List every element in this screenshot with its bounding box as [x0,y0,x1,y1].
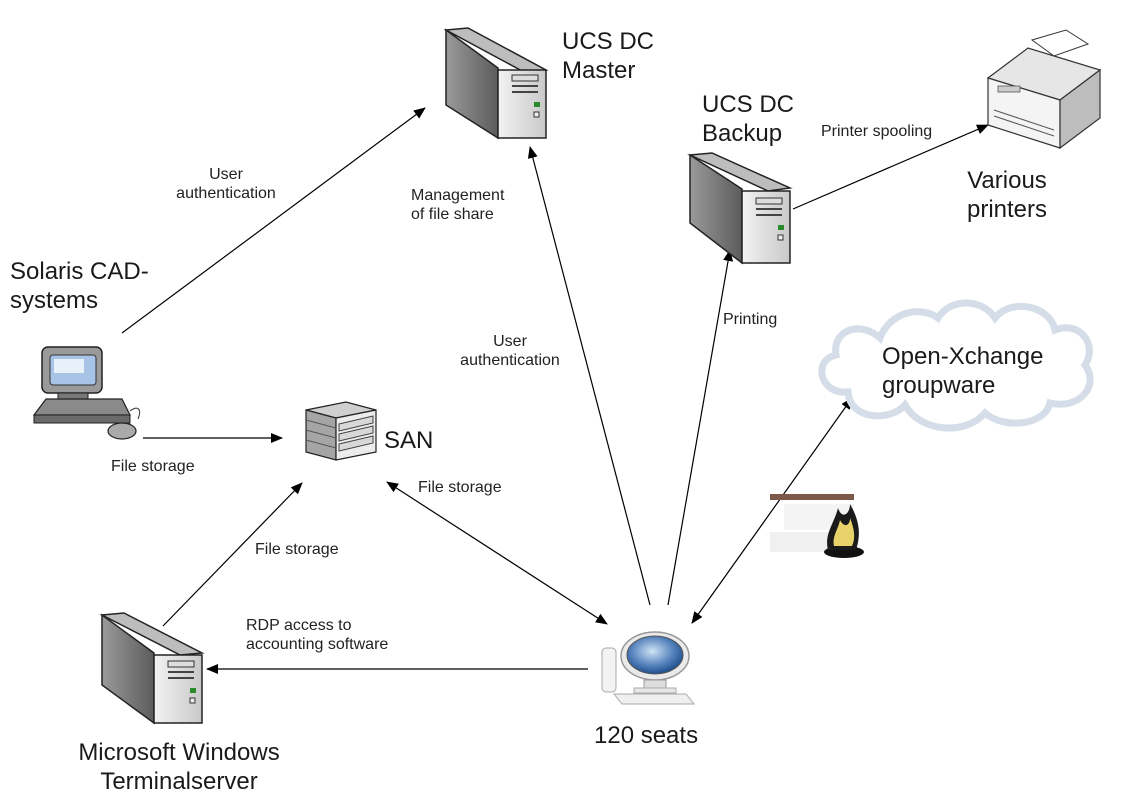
edge-seats-to-backup [667,249,734,606]
printer-spooling-label: Printer spooling [821,122,932,141]
mgmt-file-share-label-line2: of file share [411,206,494,223]
solaris-auth-label-line1: User [209,166,243,183]
printing-label: Printing [723,310,777,329]
san-label: SAN [384,426,433,455]
seats-workstation-icon [601,631,696,705]
seats-label-line1: 120 seats [594,722,699,749]
seats-file-storage-label-line1: File storage [418,479,502,496]
printers-label: Various printers [952,166,1062,224]
terminalserver-label-line2: Terminalserver [100,768,258,795]
solaris-file-storage-label-line1: File storage [111,458,195,475]
terminalserver-icon [99,612,205,725]
solaris-auth-label: User authentication [166,165,286,203]
ucs-backup-label-line1: UCS DC [702,91,795,118]
open-xchange-label: Open-Xchange groupware [882,342,1043,400]
edge-seats-to-openxchange [691,397,853,624]
solaris-file-storage-label: File storage [111,457,195,476]
edge-solaris-to-master [121,107,426,334]
ucs-master-label-line2: Master [562,57,636,84]
seats-auth-label: User authentication [450,332,570,370]
printers-label-line2: printers [966,196,1048,223]
open-xchange-label-line1: Open-Xchange [882,343,1044,370]
ucs-backup-label-line2: Backup [702,120,783,147]
terminalserver-label: Microsoft Windows Terminalserver [56,738,302,796]
rdp-label: RDP access to accounting software [246,616,388,654]
edge-terminalserver-to-san [162,482,303,627]
open-xchange-label-line2: groupware [882,372,996,399]
solaris-label-line1: Solaris CAD- [10,258,149,285]
ucs-master-label: UCS DC Master [562,27,654,85]
printing-label-line1: Printing [723,311,778,328]
solaris-workstation-icon [32,346,141,440]
ts-file-storage-label: File storage [255,540,339,559]
solaris-auth-label-line2: authentication [176,185,276,202]
ucs-backup-label: UCS DC Backup [702,90,794,148]
seats-file-storage-label: File storage [418,478,502,497]
ts-file-storage-label-line1: File storage [255,541,339,558]
ucs-master-server-icon [443,27,549,140]
cloud-icon [818,299,1094,432]
edges [121,107,989,674]
printer-spooling-label-line1: Printer spooling [821,123,933,140]
ucs-backup-server-icon [687,152,793,265]
printer-icon [986,29,1102,150]
solaris-label-line2: systems [10,287,99,314]
san-label-line1: SAN [384,427,434,454]
ucs-master-label-line1: UCS DC [562,28,655,55]
rdp-label-line1: RDP access to [246,617,352,634]
terminalserver-label-line1: Microsoft Windows [78,739,280,766]
solaris-label: Solaris CAD- systems [10,257,149,315]
edge-backup-to-printers [792,124,989,210]
mgmt-file-share-label: Management of file share [411,186,504,224]
edge-seats-to-san [386,481,608,625]
seats-label: 120 seats [594,721,698,750]
seats-auth-label-line2: authentication [460,352,560,369]
rdp-label-line2: accounting software [246,636,389,653]
printers-label-line1: Various [967,167,1047,194]
firewall-icon [770,494,864,558]
edge-seats-to-master [527,146,651,606]
mgmt-file-share-label-line1: Management [411,187,505,204]
seats-auth-label-line1: User [493,333,527,350]
san-storage-icon [305,401,377,461]
